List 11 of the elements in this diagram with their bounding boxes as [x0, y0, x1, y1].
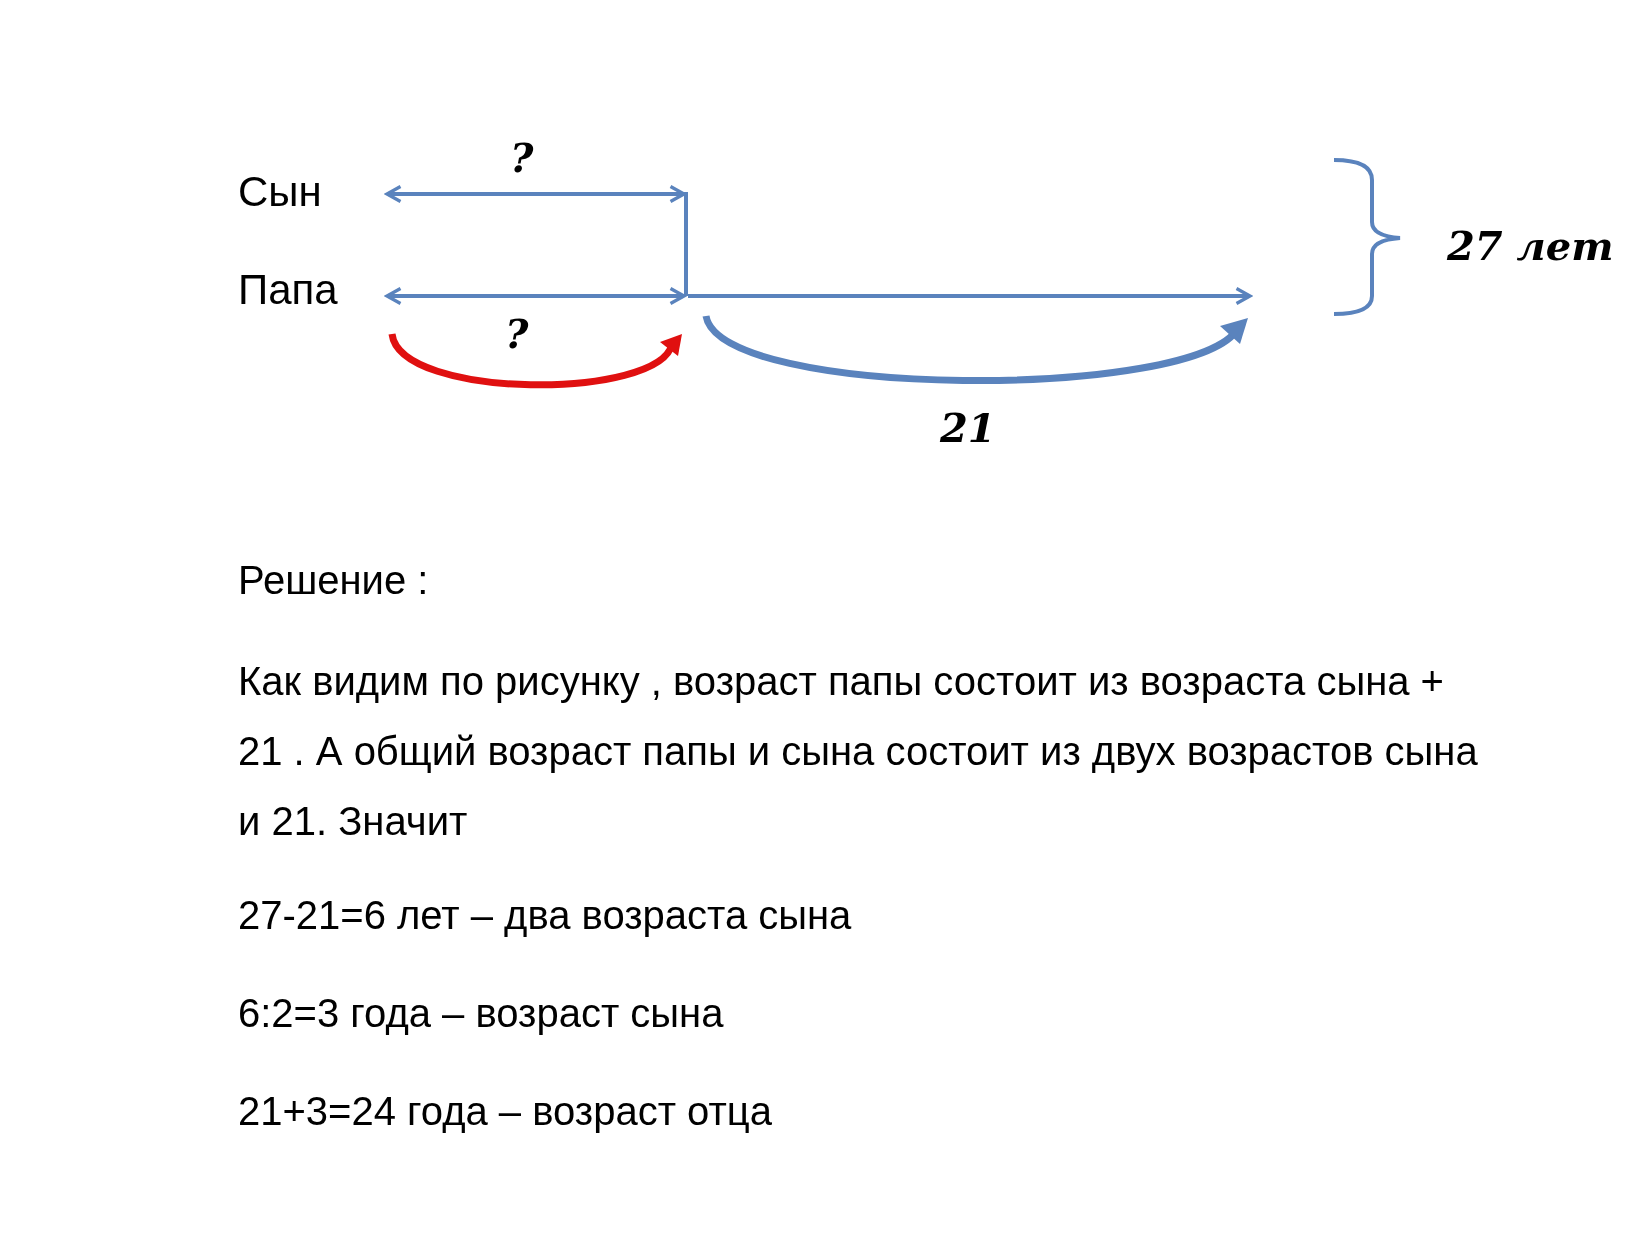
paragraph: Как видим по рисунку , возраст папы состоит из возраста сына + 21 . А общий возраст папы и сына состоит из двух возрастов сына и 21. Значит — [238, 658, 1478, 845]
row-label: Папа — [238, 266, 338, 314]
question-mark: ? — [505, 310, 529, 357]
row-label: Сын — [238, 168, 322, 216]
question-mark: ? — [510, 134, 534, 181]
equation: 6:2=3 года – возраст сына — [238, 991, 724, 1036]
heading: Решение : — [238, 558, 429, 603]
equation: 21+3=24 года – возраст отца — [238, 1089, 772, 1134]
dimension-value: 21 — [940, 404, 996, 451]
equation: 27-21=6 лет – два возраста сына — [238, 893, 852, 938]
dimension-value: 27 лет — [1447, 222, 1614, 269]
